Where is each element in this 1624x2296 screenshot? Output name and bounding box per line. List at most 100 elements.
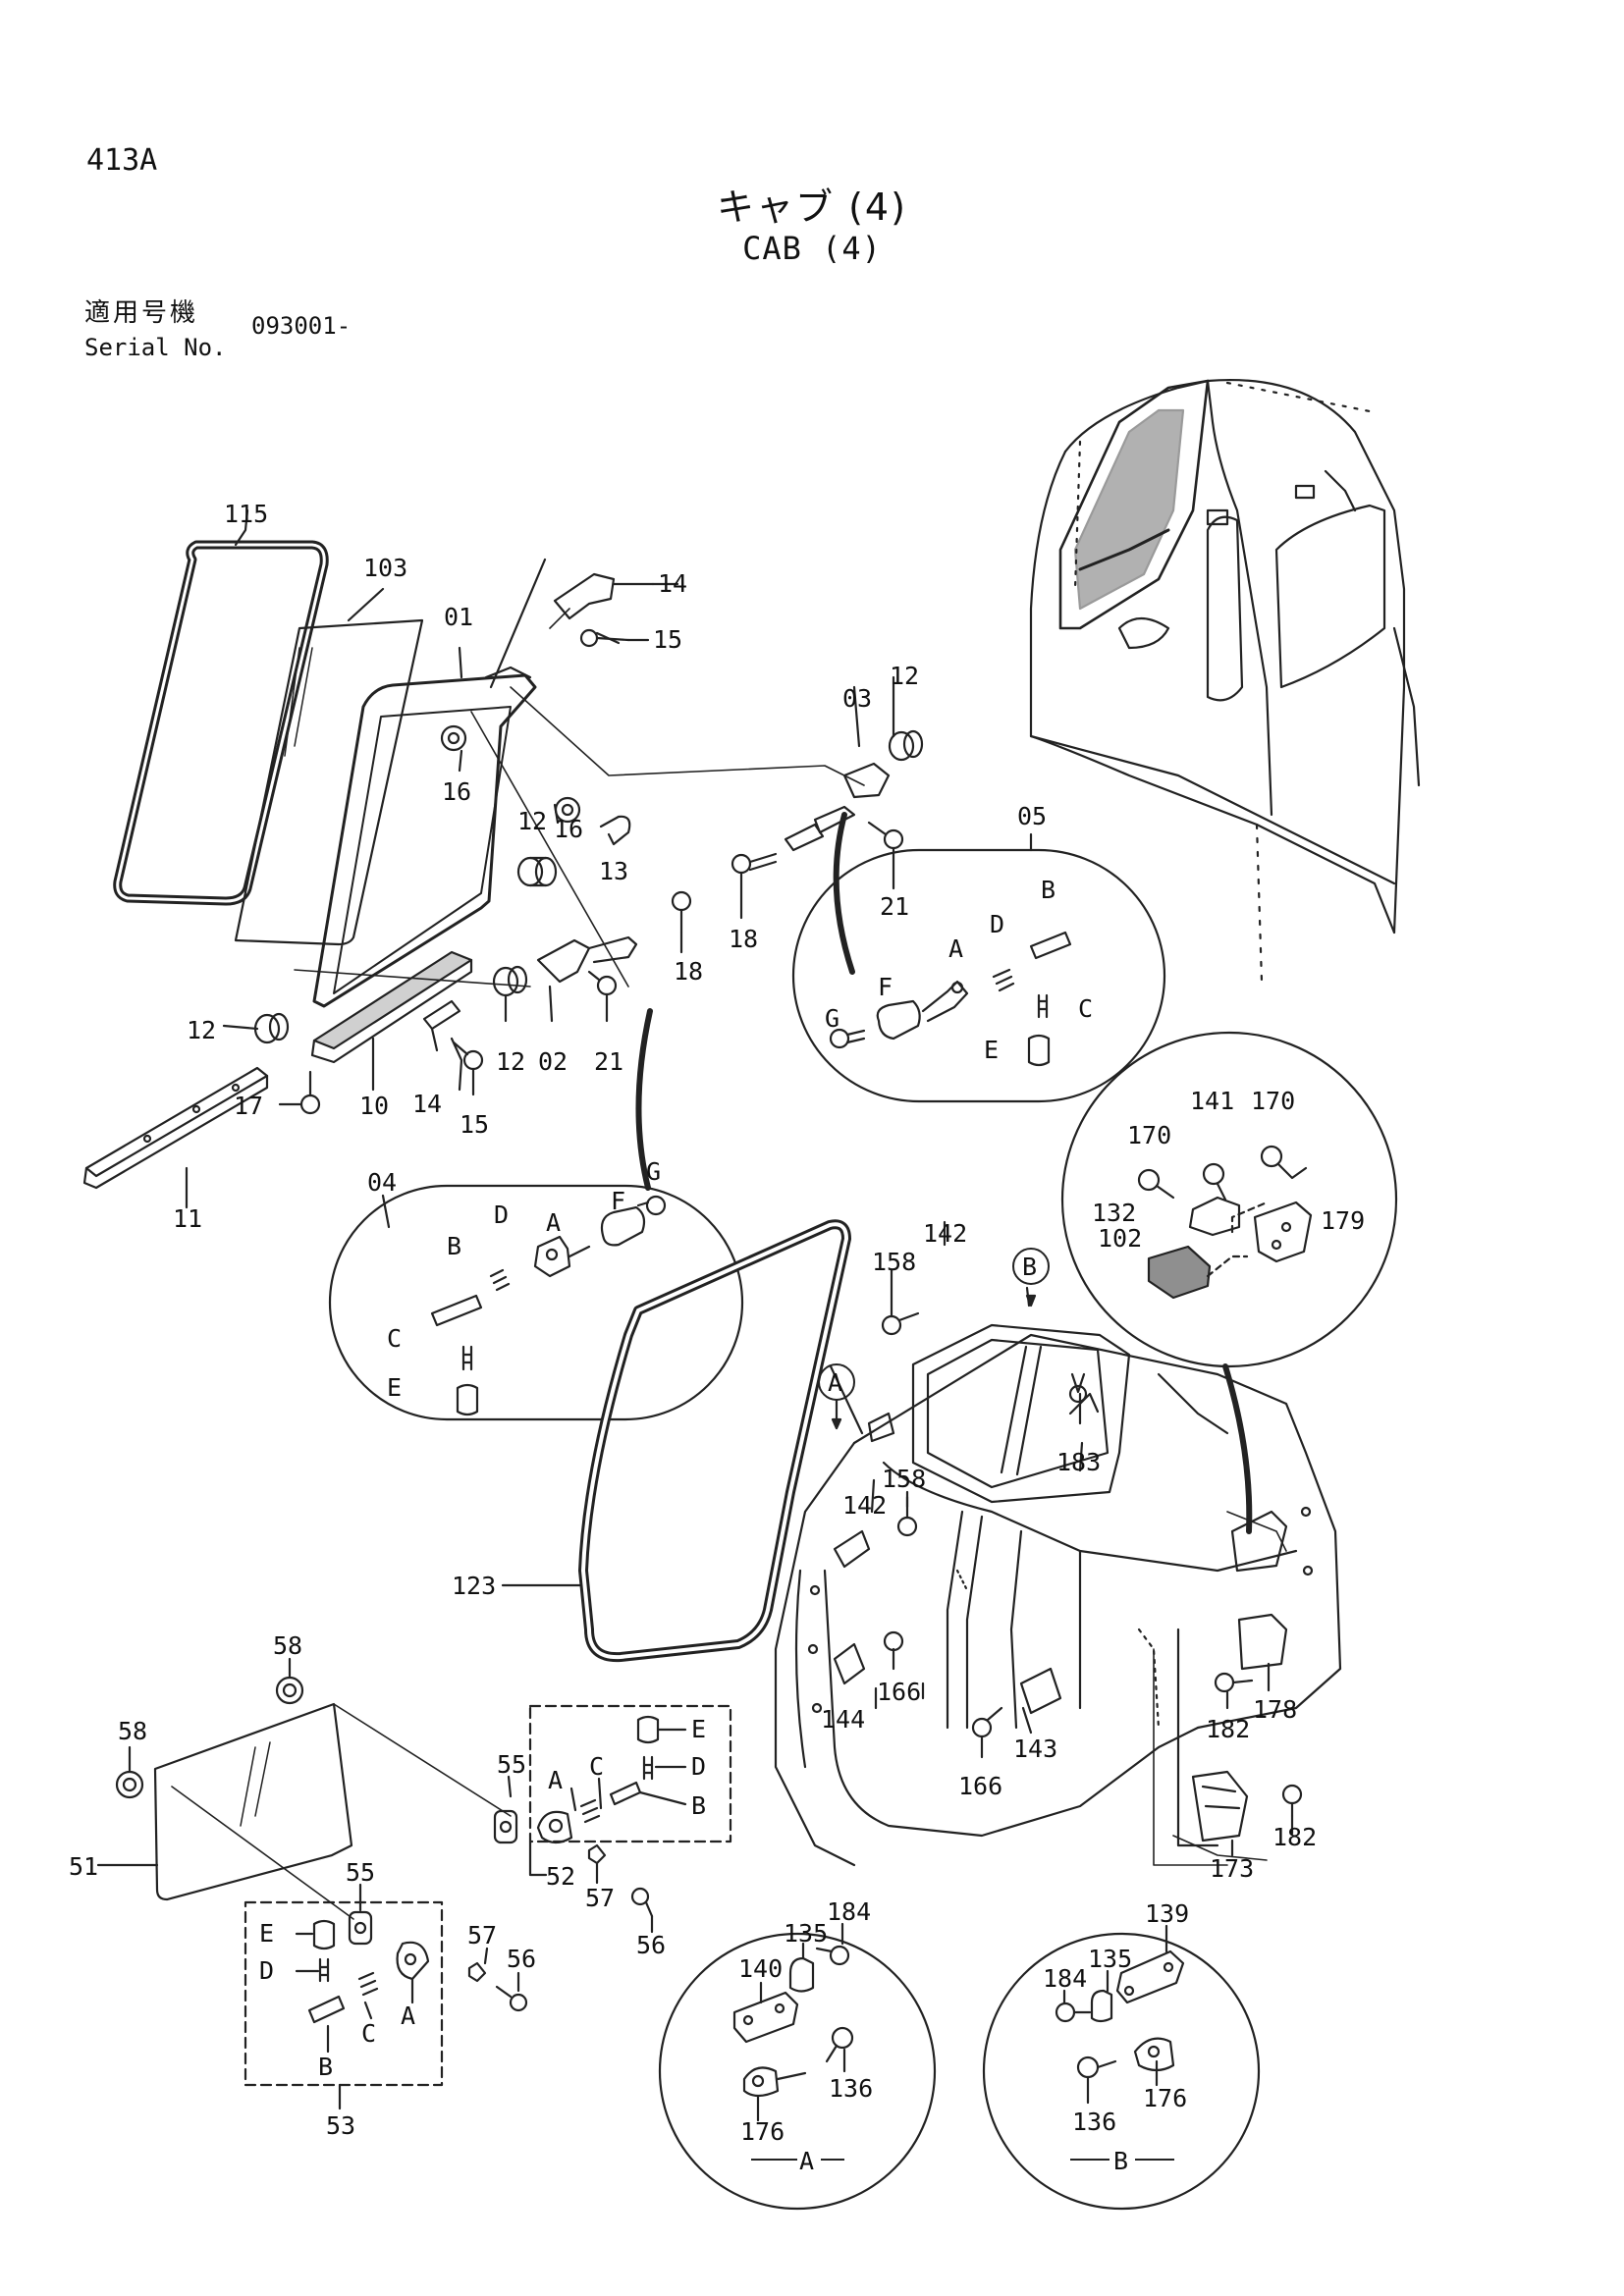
- view-markers: A B A B: [799, 1253, 1128, 2175]
- callout-142: 142: [923, 1219, 967, 1248]
- callout-13: 13: [599, 857, 628, 885]
- callout-56: 56: [636, 1931, 666, 1959]
- bushing-12-d: [253, 1012, 290, 1044]
- callout-16: 16: [442, 777, 471, 806]
- bolt-166-a: [883, 1630, 904, 1671]
- callout-12: 12: [517, 807, 547, 835]
- detail-179-parts: [1137, 1145, 1313, 1300]
- callout-01: 01: [444, 603, 473, 631]
- callout-12: 12: [187, 1016, 216, 1044]
- callout-170: 170: [1127, 1121, 1171, 1149]
- callout-17: 17: [234, 1092, 263, 1120]
- callout-132: 132: [1092, 1199, 1136, 1227]
- callout-53: 53: [326, 2111, 355, 2140]
- callout-179: 179: [1321, 1206, 1365, 1235]
- callout-05-A: A: [948, 934, 963, 963]
- callout-182: 182: [1206, 1715, 1250, 1743]
- callout-labels: 115 103 01 14 15 16 16 12 13 03 12 05 18…: [69, 500, 1365, 2146]
- callout-183: 183: [1056, 1448, 1101, 1476]
- callout-04-D: D: [494, 1201, 509, 1229]
- bolt-158-a: [881, 1311, 920, 1336]
- callout-04: 04: [367, 1168, 397, 1197]
- callout-02: 02: [538, 1047, 568, 1076]
- detail-B-176: 176: [1143, 2084, 1187, 2112]
- kit-52-D: D: [691, 1752, 706, 1781]
- view-marker-B: B: [1022, 1253, 1037, 1281]
- clip-13: [599, 815, 631, 846]
- callout-115: 115: [224, 500, 268, 528]
- callout-57: 57: [467, 1921, 497, 1949]
- callout-166: 166: [877, 1678, 921, 1706]
- glass-103: [234, 618, 424, 946]
- detail-04-parts: [430, 1195, 667, 1416]
- callout-102: 102: [1098, 1224, 1142, 1253]
- page-title-en: CAB (4): [742, 230, 882, 267]
- detail-ellipse-05: [791, 848, 1166, 1103]
- gasket-115: [113, 540, 329, 906]
- bolt-18-b: [671, 890, 692, 934]
- bushing-12-c: [492, 965, 528, 997]
- detail-B-136: 136: [1072, 2108, 1116, 2136]
- callout-05-G: G: [825, 1004, 839, 1033]
- kit-53-A: A: [401, 2002, 415, 2030]
- callout-123: 123: [452, 1572, 496, 1600]
- hinge-02: [536, 938, 591, 984]
- callout-04-E: E: [387, 1373, 402, 1402]
- callout-144: 144: [821, 1705, 865, 1734]
- callout-51: 51: [69, 1852, 98, 1881]
- rail-11: [84, 1066, 269, 1178]
- serial-label-jp: 適用号機: [84, 298, 199, 328]
- callout-03: 03: [842, 684, 872, 713]
- seal-123: [578, 1219, 851, 1663]
- detail-A-parts: [732, 1945, 854, 2098]
- kit-52-parts: [536, 1715, 660, 1918]
- kit-53-E: E: [259, 1919, 274, 1948]
- bolt-166-b: [971, 1706, 1003, 1738]
- kit-52-B: B: [691, 1791, 706, 1820]
- callout-05-C: C: [1078, 994, 1093, 1023]
- callout-15: 15: [460, 1110, 489, 1139]
- callout-103: 103: [363, 554, 407, 582]
- nut-58-a: [275, 1676, 304, 1705]
- detail-A-135: 135: [784, 1919, 828, 1948]
- bolt-18-a: [731, 852, 778, 875]
- view-marker-B-circle: [1012, 1248, 1050, 1285]
- page-title-jp: キャブ (4): [717, 186, 907, 229]
- bolt-15-top: [579, 628, 630, 648]
- callout-05: 05: [1017, 802, 1047, 830]
- callout-55: 55: [497, 1750, 526, 1779]
- callout-166: 166: [958, 1772, 1002, 1800]
- detail-A-136: 136: [829, 2074, 873, 2103]
- callout-18: 18: [674, 957, 703, 986]
- detail-label-A: A: [799, 2147, 814, 2175]
- callout-56: 56: [507, 1945, 536, 1973]
- callout-05-F: F: [878, 973, 893, 1001]
- callout-141: 141: [1190, 1087, 1234, 1115]
- bracket-14-top: [553, 572, 616, 620]
- callout-158: 158: [882, 1465, 926, 1493]
- callout-173: 173: [1210, 1854, 1254, 1883]
- detail-B-135: 135: [1088, 1945, 1132, 1973]
- detail-circle-B: [982, 1932, 1261, 2211]
- bushing-12-a: [516, 856, 558, 887]
- callout-04-G: G: [646, 1157, 661, 1186]
- detail-B-parts: [1055, 1949, 1185, 2079]
- callout-10: 10: [359, 1092, 389, 1120]
- detail-B-139: 139: [1145, 1899, 1189, 1928]
- callout-16: 16: [554, 815, 583, 843]
- bolt-182-a: [1214, 1672, 1254, 1693]
- callout-14: 14: [412, 1090, 442, 1118]
- bolt-15-bottom: [452, 1041, 484, 1071]
- callout-04-C: C: [387, 1324, 402, 1353]
- callout-05-D: D: [990, 910, 1004, 938]
- page-number: 413A: [86, 143, 158, 178]
- bolt-21-a: [867, 821, 904, 850]
- nut-16-a: [440, 724, 467, 752]
- callout-04-B: B: [447, 1232, 461, 1260]
- callout-12: 12: [496, 1047, 525, 1076]
- kit-box-53: [244, 1900, 444, 2087]
- kit-52-E: E: [691, 1715, 706, 1743]
- detail-circle-179: [1060, 1031, 1398, 1368]
- callout-05-B: B: [1041, 876, 1056, 904]
